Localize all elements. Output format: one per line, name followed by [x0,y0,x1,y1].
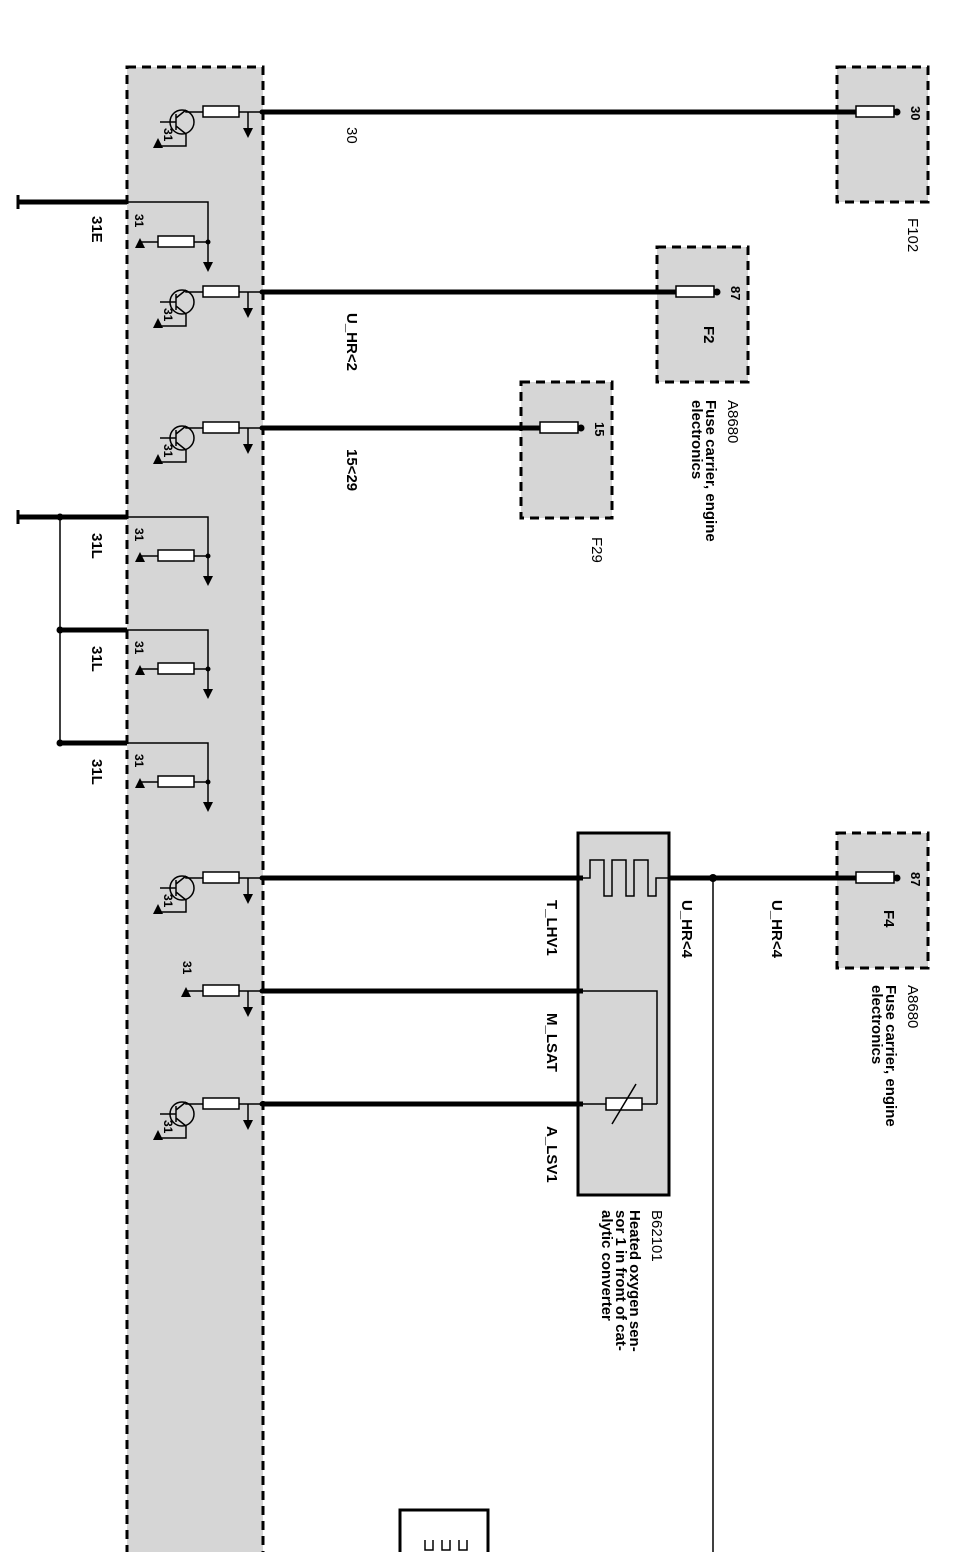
label-a8680-f2: A8680 [724,400,741,443]
ground-pin-label: 31 [161,1120,175,1134]
pin-f102: 30 [908,106,923,120]
label-wire-m-lsat: M_LSAT [543,1013,560,1072]
pin-f2: 87 [728,286,743,300]
pin-f4: 87 [908,872,923,886]
control-unit-internals [127,105,265,1140]
resistor [157,662,195,675]
resistor [202,421,240,434]
desc-f4-1: Fuse carrier, engine [882,985,899,1127]
desc-b62101-1: Heated oxygen sen- [626,1210,643,1352]
ground-pin-label: 31 [132,528,146,542]
oxygen-sensor-box [576,831,671,1197]
resistor [157,235,195,248]
ground-resistor-circuit [135,662,213,699]
partial-component-symbol [424,1540,468,1551]
variable-arrow [611,1083,637,1125]
label-wire-u-hr4-a: U_HR<4 [678,900,695,959]
label-wire-u-hr4-b: U_HR<4 [768,900,785,959]
resistor [202,871,240,884]
ground-resistor-circuit [135,775,213,812]
label-wire-t-lhv1: T_LHV1 [543,900,560,956]
resistor [202,1097,240,1110]
ground-resistor-circuit [135,549,213,586]
desc-f2-2: electronics [688,400,705,479]
resistor [157,549,195,562]
control-unit-box [125,65,265,1552]
transistor-driver [153,421,265,464]
label-wire-u-hr2: U_HR<2 [343,313,360,371]
label-b62101: B62101 [648,1210,665,1262]
ground-pin-label: 31 [132,641,146,655]
fuse-box-f4 [835,831,930,970]
ground-pin-label: 31 [161,894,175,908]
fuse-f2 [675,285,715,298]
fuse-label-f2: F2 [700,326,717,344]
transistor-driver [153,871,265,914]
label-wire-a-lsv1: A_LSV1 [543,1126,560,1183]
label-wire-31l-2: 31L [88,646,105,672]
label-a8680-f4: A8680 [904,985,921,1028]
label-f102: F102 [904,218,921,252]
fuse-box-f102 [835,65,930,204]
label-f29: F29 [588,537,605,563]
desc-b62101-3: alytic converter [598,1210,615,1321]
fuse-box-f29 [519,380,614,520]
ground-pin-label: 31 [161,444,175,458]
label-wire-15-29: 15<29 [343,449,360,491]
ground-resistor-circuit [135,235,213,272]
transistor-driver [153,105,265,148]
ground-pin-label: 31 [161,128,175,142]
fuse-30 [855,105,895,118]
label-wire-31e: 31E [88,216,105,243]
resistor [202,984,240,997]
resistor [202,105,240,118]
partial-component-box [398,1508,490,1552]
resistor [202,285,240,298]
label-wire-30: 30 [343,127,360,144]
ground-pin-label: 31 [180,961,194,975]
label-wire-31l-3: 31L [88,759,105,785]
transistor-driver [153,285,265,328]
resistor [157,775,195,788]
heater-element [583,859,668,897]
pin-f29: 15 [592,422,607,436]
ground-pin-label: 31 [132,754,146,768]
ground-pin-label: 31 [161,308,175,322]
desc-b62101-2: sor 1 in front of cat- [612,1210,629,1351]
fuse-box-f2 [655,245,750,384]
signal-ground-circuit [181,984,265,1017]
transistor-driver [153,1097,265,1140]
fuse-f4 [855,871,895,884]
desc-f2-1: Fuse carrier, engine [702,400,719,542]
fuse-label-f4: F4 [880,910,897,928]
fuse-f29 [539,421,579,434]
sensor-ground-wire [583,990,658,1104]
label-wire-31l-1: 31L [88,533,105,559]
ground-pin-label: 31 [132,214,146,228]
desc-f4-2: electronics [868,985,885,1064]
